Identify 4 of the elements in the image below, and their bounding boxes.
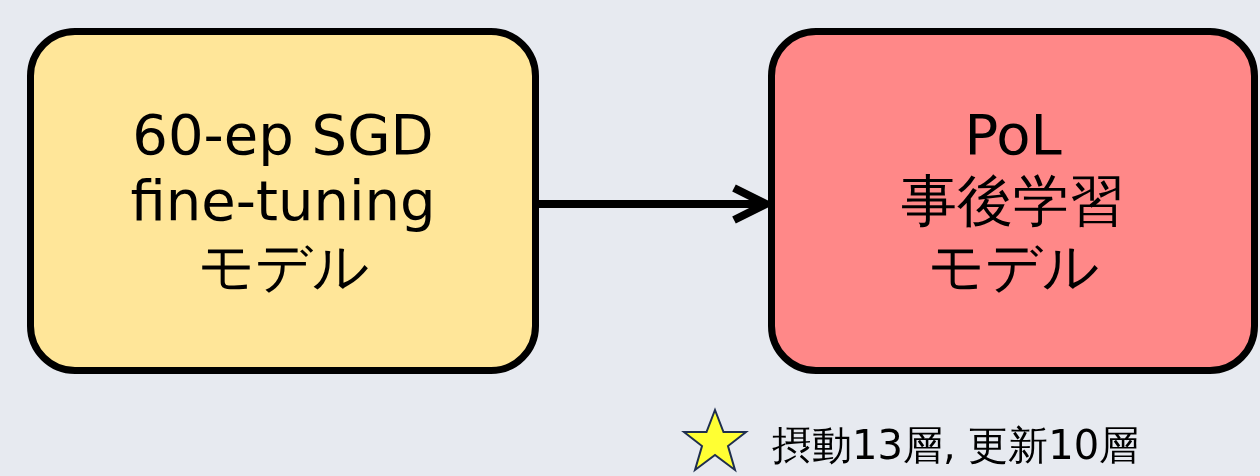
- arrow: [539, 184, 770, 224]
- note-text: 摂動13層, 更新10層: [772, 421, 1140, 470]
- model-box: 60-ep SGD fine-tuning モデル: [27, 28, 539, 374]
- model-box: PoL 事後学習モデル: [768, 28, 1258, 374]
